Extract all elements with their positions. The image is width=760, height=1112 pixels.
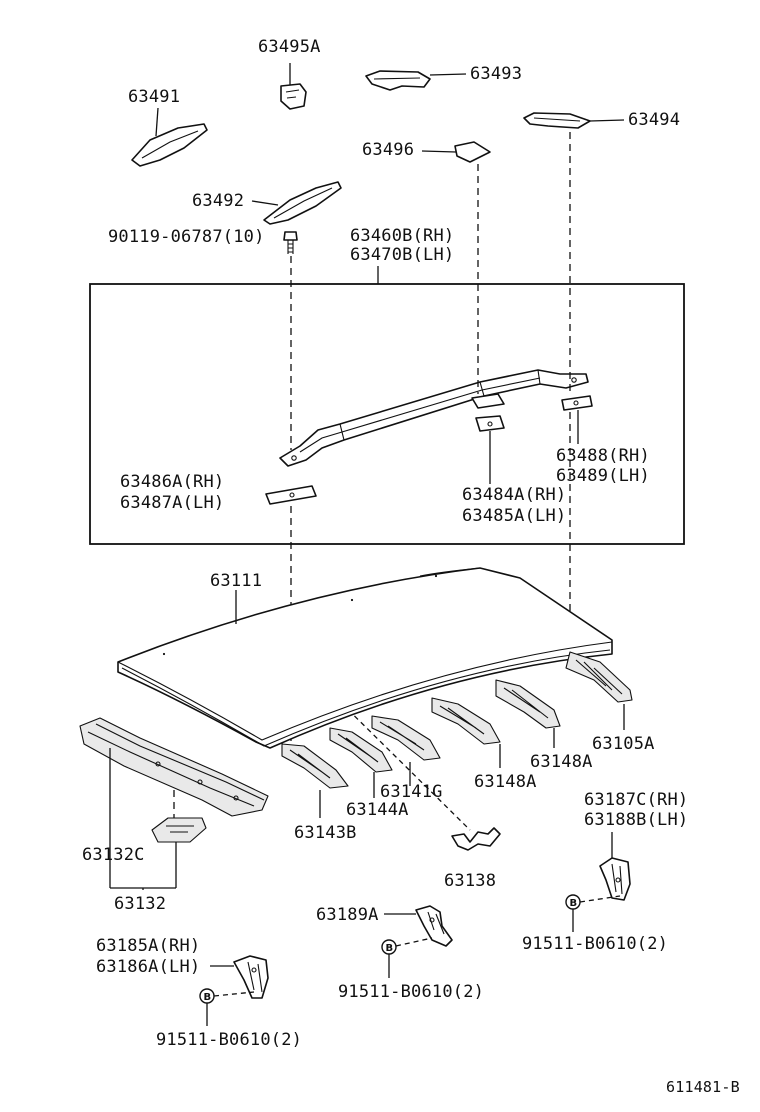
dash-91511-mid [395,937,433,947]
figure-code: 611481-B [666,1078,740,1096]
part-63138-clip [451,827,501,851]
svg-text:B: B [386,943,394,954]
part-63132c-bracket [151,817,207,888]
label-63143b: 63143B [294,823,357,843]
label-63186a: 63186A(LH) [96,957,200,977]
label-90119: 90119-06787(10) [108,227,265,247]
label-63138: 63138 [444,871,496,891]
label-63148a-2: 63148A [474,772,537,792]
label-63489: 63489(LH) [556,466,650,486]
label-63460b: 63460B(RH) [350,226,454,246]
label-63491: 63491 [128,87,180,107]
part-63189a-bracket [415,905,453,947]
label-63487a: 63487A(LH) [120,493,224,513]
label-63187c: 63187C(RH) [584,790,688,810]
label-63484a: 63484A(RH) [462,485,566,505]
svg-text:B: B [204,992,212,1003]
part-63496-pad [421,141,491,163]
label-63188b: 63188B(LH) [584,810,688,830]
part-63495a-clip [280,63,307,110]
label-63470b: 63470B(LH) [350,245,454,265]
label-63148a-1: 63148A [530,752,593,772]
part-63494-cover [523,112,625,129]
bolt-marker-right: B [565,894,581,910]
label-91511-mid: 91511-B0610(2) [338,982,484,1002]
dash-91511-left [213,991,255,997]
label-63185a: 63185A(RH) [96,936,200,956]
label-63496: 63496 [362,140,414,160]
label-63494: 63494 [628,110,680,130]
label-63189a: 63189A [316,905,379,925]
label-63141g: 63141G [380,782,443,802]
label-63493: 63493 [470,64,522,84]
label-63495a: 63495A [258,37,321,57]
part-63492-cover [251,181,342,225]
label-63111: 63111 [210,571,262,591]
label-63105a: 63105A [592,734,655,754]
part-63491-cover [131,107,208,167]
svg-text:B: B [570,898,578,909]
part-63493-cover [365,70,467,91]
roof-bows [281,651,633,818]
dash-91511-right [579,895,621,903]
part-63486a-pad [265,485,317,505]
roof-rack-assembly-box [89,283,685,545]
part-63484a-pad [471,393,505,484]
part-63187c-bracket [599,857,631,901]
bolt-marker-left: B [199,988,215,1004]
label-63486a: 63486A(RH) [120,472,224,492]
label-91511-left: 91511-B0610(2) [156,1030,302,1050]
part-63488-pad [561,395,593,444]
part-roof-rail [279,369,589,467]
label-63492: 63492 [192,191,244,211]
label-63132: 63132 [114,894,166,914]
label-63144a: 63144A [346,800,409,820]
label-63132c: 63132C [82,845,145,865]
bolt-marker-mid: B [381,939,397,955]
part-63132-front-header [79,717,269,888]
label-63485a: 63485A(LH) [462,506,566,526]
part-63111-roof-panel [117,567,613,749]
label-91511-right: 91511-B0610(2) [522,934,668,954]
label-63488: 63488(RH) [556,446,650,466]
part-90119-bolt [283,231,298,254]
part-63185a-bracket [233,955,269,999]
